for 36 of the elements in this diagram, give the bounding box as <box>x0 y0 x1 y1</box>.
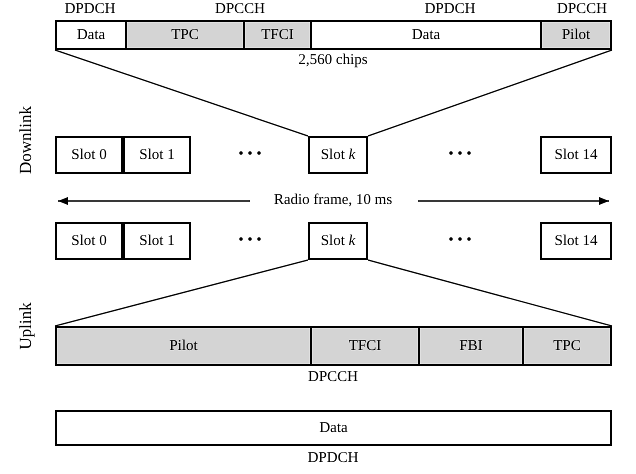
control-field: TFCI <box>243 22 310 48</box>
control-field: FBI <box>418 328 522 364</box>
channel-label: DPCCH <box>556 1 608 18</box>
slot-box: Slot k <box>308 136 368 174</box>
slot-box: Slot 14 <box>540 222 612 260</box>
control-field: Pilot <box>540 22 610 48</box>
control-field: TFCI <box>310 328 418 364</box>
ellipsis-mark: • • • <box>448 146 472 163</box>
channel-label: DPDCH <box>424 1 476 18</box>
dimension-label: Radio frame, 10 ms <box>274 192 392 209</box>
ellipsis-mark: • • • <box>448 232 472 249</box>
control-field: TPC <box>125 22 243 48</box>
slot-box: Slot 14 <box>540 136 612 174</box>
link-label: Uplink <box>16 302 36 350</box>
ellipsis-mark: • • • <box>238 146 262 163</box>
expansion-line <box>54 259 308 327</box>
data-field: Data <box>55 410 612 446</box>
dimension-label: 2,560 chips <box>298 52 368 69</box>
channel-label: DPDCH <box>64 1 116 18</box>
channel-label: DPCCH <box>214 1 266 18</box>
slot-box: Slot 0 <box>55 136 123 174</box>
slot-box: Slot k <box>308 222 368 260</box>
control-field: Pilot <box>57 328 310 364</box>
slot-field-bar <box>55 20 612 50</box>
channel-label: DPDCH <box>308 450 358 467</box>
control-field: TPC <box>522 328 610 364</box>
expansion-line <box>54 49 308 137</box>
channel-label: DPCCH <box>308 369 358 386</box>
slot-box: Slot 1 <box>123 222 191 260</box>
slot-box: Slot 1 <box>123 136 191 174</box>
expansion-line <box>368 49 612 137</box>
link-label: Downlink <box>16 106 36 174</box>
ellipsis-mark: • • • <box>238 232 262 249</box>
expansion-line <box>368 259 612 327</box>
slot-box: Slot 0 <box>55 222 123 260</box>
slot-field-bar <box>55 326 612 366</box>
